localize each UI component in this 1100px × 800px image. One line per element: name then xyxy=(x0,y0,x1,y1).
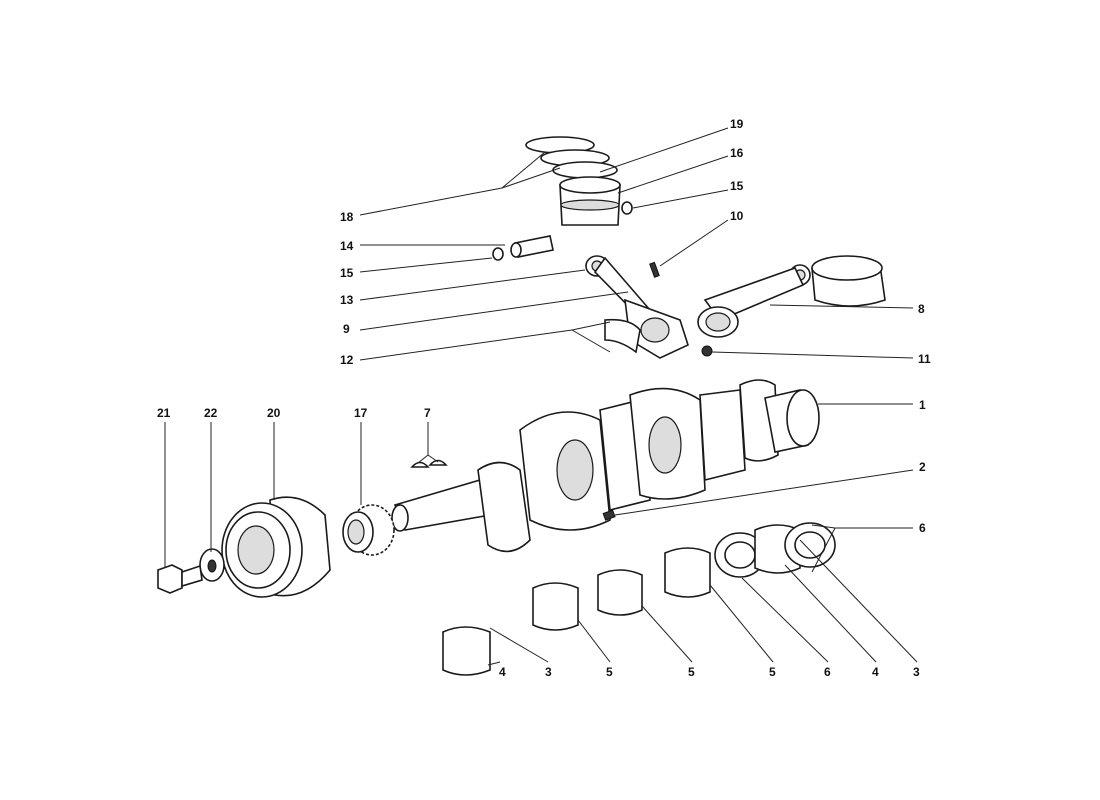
callout-5-a: 5 xyxy=(606,665,613,679)
pulley xyxy=(199,496,331,598)
callout-11: 11 xyxy=(918,352,931,366)
callout-4-bottom-right: 4 xyxy=(872,665,879,679)
main-bearings xyxy=(442,522,836,676)
connecting-rod-upper xyxy=(585,255,689,359)
callout-5-c: 5 xyxy=(769,665,776,679)
crankshaft xyxy=(391,379,820,553)
callout-labels: 19 16 15 10 18 14 15 13 8 9 12 11 21 22 … xyxy=(157,117,931,679)
callout-5-b: 5 xyxy=(688,665,695,679)
callout-3-bottom: 3 xyxy=(545,665,552,679)
callout-9: 9 xyxy=(343,322,350,336)
piston-pin xyxy=(492,201,633,261)
bolt xyxy=(157,564,203,594)
callout-1: 1 xyxy=(919,398,926,412)
callout-21: 21 xyxy=(157,406,171,420)
callout-17: 17 xyxy=(354,406,368,420)
callout-12: 12 xyxy=(340,353,354,367)
piston-lower xyxy=(697,255,886,357)
leader-lines xyxy=(164,127,918,666)
callout-6-bottom: 6 xyxy=(824,665,831,679)
callout-16: 16 xyxy=(730,146,744,160)
callout-19: 19 xyxy=(730,117,744,131)
callout-6-right: 6 xyxy=(919,521,926,535)
callout-8: 8 xyxy=(918,302,925,316)
woodruff-keys xyxy=(410,459,448,468)
callout-18: 18 xyxy=(340,210,354,224)
callout-3-bottom-right: 3 xyxy=(913,665,920,679)
piston-rings xyxy=(525,136,618,179)
timing-gear xyxy=(342,504,395,556)
callout-14: 14 xyxy=(340,239,354,253)
callout-20: 20 xyxy=(267,406,281,420)
callout-7: 7 xyxy=(424,406,431,420)
callout-4-bottom: 4 xyxy=(499,665,506,679)
callout-15-right: 15 xyxy=(730,179,744,193)
callout-15-left: 15 xyxy=(340,266,354,280)
callout-10: 10 xyxy=(730,209,744,223)
callout-22: 22 xyxy=(204,406,218,420)
callout-13: 13 xyxy=(340,293,354,307)
callout-2: 2 xyxy=(919,460,926,474)
piston-upper xyxy=(559,176,621,226)
